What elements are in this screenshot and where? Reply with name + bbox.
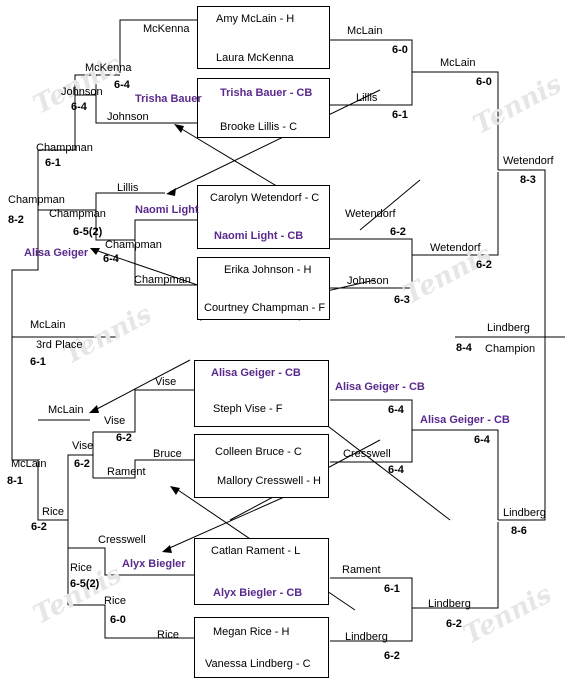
winner-label: Lindberg (503, 507, 546, 519)
winner-label: Rice (70, 562, 93, 574)
score: 6-4 (474, 434, 490, 446)
score: 6-4 (103, 253, 119, 265)
winner-label: Champman (36, 142, 93, 154)
arrow-head-icon (174, 124, 184, 133)
winner-label: McKenna (85, 62, 132, 74)
match-box: Megan Rice - H Vanessa Lindberg - C (194, 617, 329, 678)
winner-label: Alyx Biegler (122, 558, 186, 570)
winner-label: Cresswell (343, 448, 391, 460)
player-name: Erika Johnson - H (224, 264, 312, 276)
player-name: Courtney Champman - F (204, 302, 326, 314)
score: 6-1 (384, 583, 400, 595)
player-name: Trisha Bauer - CB (220, 87, 313, 99)
winner-label: Rice (104, 595, 127, 607)
third-place-label: 3rd Place (36, 339, 83, 351)
winner-label: Rament (342, 564, 381, 576)
match-box: Colleen Bruce - C Mallory Cresswell - H (194, 434, 329, 498)
winner-label: Champman (105, 239, 162, 251)
winner-label: Alisa Geiger (24, 247, 89, 259)
winner-label: Wetendorf (430, 242, 481, 254)
score: 6-1 (392, 109, 408, 121)
match-box: Carolyn Wetendorf - C Naomi Light - CB (197, 185, 330, 249)
score: 8-4 (456, 342, 472, 354)
score: 6-4 (114, 79, 130, 91)
winner-label: Champman (49, 208, 106, 220)
score: 6-5(2) (70, 578, 100, 590)
score: 6-2 (390, 226, 406, 238)
winner-label: Rice (157, 629, 180, 641)
player-name: Mallory Cresswell - H (217, 475, 321, 487)
score: 6-2 (446, 618, 462, 630)
winner-label: Champman (134, 274, 191, 286)
winner-label: Rice (42, 506, 65, 518)
winner-label: Alisa Geiger - CB (335, 381, 425, 393)
player-name: Naomi Light - CB (214, 230, 304, 242)
score: 8-1 (7, 475, 23, 487)
winner-label: Champman (8, 194, 65, 206)
player-name: Catlan Rament - L (211, 545, 301, 557)
winner-label: Alisa Geiger - CB (420, 414, 510, 426)
score: 6-3 (394, 294, 410, 306)
score: 6-5(2) (73, 226, 103, 238)
winner-label: Lindberg (345, 631, 388, 643)
winner-label: Johnson (107, 111, 149, 123)
score: 6-2 (116, 432, 132, 444)
player-name: Laura McKenna (216, 52, 294, 64)
score: 8-2 (8, 214, 24, 226)
winner-label: Rament (107, 466, 146, 478)
score: 6-4 (388, 464, 404, 476)
match-box: Trisha Bauer - CB Brooke Lillis - C (197, 78, 330, 138)
winner-label: McLain (11, 458, 47, 470)
score: 6-0 (392, 44, 408, 56)
match-box: Catlan Rament - L Alyx Biegler - CB (194, 538, 329, 605)
third-place-winner: McLain (30, 319, 66, 331)
player-name: Alyx Biegler - CB (213, 587, 303, 599)
winner-label: Bruce (153, 448, 182, 460)
player-name: Steph Vise - F (213, 403, 283, 415)
player-name: Brooke Lillis - C (220, 121, 298, 133)
player-name: Colleen Bruce - C (215, 446, 302, 458)
winner-label: Lindberg (428, 598, 471, 610)
winner-label: Naomi Light (135, 204, 199, 216)
match-box: Amy McLain - H Laura McKenna (197, 6, 330, 69)
winner-label: Wetendorf (345, 208, 396, 220)
score: 6-4 (388, 404, 404, 416)
score: 6-1 (45, 157, 61, 169)
winner-label: Trisha Bauer (135, 93, 202, 105)
score: 8-3 (520, 174, 536, 186)
winner-label: McKenna (143, 23, 190, 35)
winner-label: Lillis (356, 92, 378, 104)
winner-label: Johnson (347, 275, 389, 287)
winner-label: Lindberg (487, 322, 530, 334)
score: 6-2 (74, 458, 90, 470)
winner-label: McLain (440, 57, 476, 69)
score: 8-6 (511, 525, 527, 537)
score: 6-4 (71, 101, 87, 113)
winner-label: McLain (48, 404, 84, 416)
champion-label: Champion (485, 343, 536, 355)
player-name: Amy McLain - H (216, 13, 295, 25)
score: 6-2 (384, 650, 400, 662)
score: 6-1 (30, 356, 46, 368)
score: 6-0 (476, 76, 492, 88)
winner-label: Cresswell (98, 534, 146, 546)
winner-label: Vise (155, 376, 177, 388)
player-name: Alisa Geiger - CB (211, 367, 301, 379)
match-box: Alisa Geiger - CB Steph Vise - F (194, 360, 329, 427)
score: 6-2 (476, 259, 492, 271)
winner-label: Wetendorf (503, 155, 554, 167)
winner-label: Lillis (117, 182, 139, 194)
match-box: Erika Johnson - H Courtney Champman - F (197, 257, 330, 320)
winner-label: Vise (104, 415, 126, 427)
winner-label: Vise (72, 440, 94, 452)
score: 6-2 (31, 521, 47, 533)
score: 6-0 (110, 614, 126, 626)
winner-label: Johnson (61, 86, 103, 98)
player-name: Megan Rice - H (213, 626, 290, 638)
player-name: Carolyn Wetendorf - C (210, 192, 320, 204)
player-name: Vanessa Lindberg - C (205, 658, 311, 670)
winner-label: McLain (347, 25, 383, 37)
